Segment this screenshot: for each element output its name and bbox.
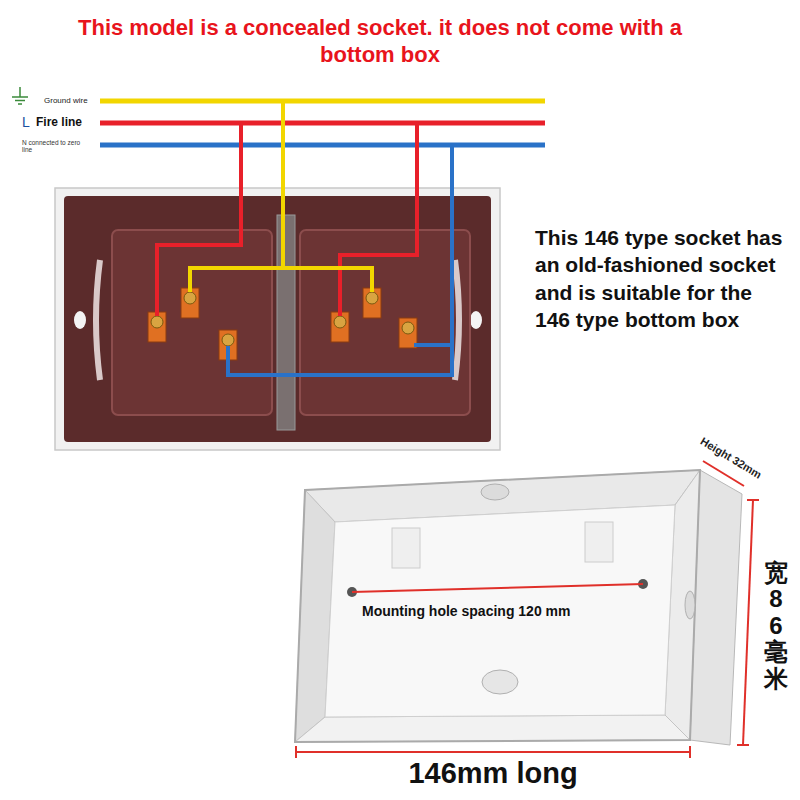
- dimension-label: Height 32mm: [696, 434, 765, 482]
- terminal: [363, 288, 381, 318]
- dimension-tick: [747, 499, 759, 501]
- wire-letter: L: [22, 114, 30, 130]
- dimension-label: Mounting hole spacing 120 mm: [362, 603, 570, 619]
- terminal-screw: [402, 322, 414, 334]
- neutral-drop: [228, 145, 452, 375]
- terminal-screw: [184, 292, 196, 304]
- title: This model is a concealed socket. it doe…: [45, 14, 715, 68]
- box-rib: [585, 522, 613, 562]
- ground-drop: [283, 268, 372, 292]
- wire-label: Ground wire: [44, 96, 88, 105]
- mounting-slot: [74, 311, 86, 329]
- neutral-wire: [100, 143, 545, 148]
- knockout: [685, 591, 695, 619]
- bottom-box: [295, 470, 742, 745]
- knockout: [481, 484, 509, 500]
- ground-symbol-bar: [12, 96, 28, 98]
- terminal: [181, 288, 199, 318]
- ground-symbol-bar: [15, 100, 25, 102]
- wire-label: Fire line: [36, 116, 82, 130]
- terminal: [148, 312, 166, 342]
- terminal-screw: [366, 292, 378, 304]
- divider: [277, 215, 295, 430]
- ground-wire: [100, 99, 545, 104]
- terminal-screw: [222, 334, 234, 346]
- width-line: [743, 500, 753, 745]
- clip: [455, 260, 459, 380]
- ground-symbol-stem: [19, 87, 21, 97]
- terminals: [148, 288, 417, 360]
- dimension-label: 146mm long: [408, 757, 577, 790]
- live-drop: [157, 123, 241, 316]
- spacing-line: [352, 584, 643, 592]
- knockout: [482, 670, 518, 694]
- wire-label: N connected to zero line: [22, 139, 90, 154]
- clip: [96, 260, 100, 380]
- live-drop: [340, 123, 417, 316]
- live-wire: [100, 121, 545, 126]
- terminal-screw: [151, 316, 163, 328]
- dimension-tick: [295, 746, 297, 758]
- length-line: [296, 751, 690, 753]
- box-floor: [325, 505, 675, 717]
- dimension-lines: [296, 461, 759, 758]
- socket-back: [64, 196, 491, 442]
- socket-frame: [55, 188, 500, 450]
- socket-module: [300, 230, 470, 415]
- ground-symbol: [12, 87, 28, 104]
- box-rim: [295, 470, 700, 742]
- description: This 146 type socket has an old-fashione…: [535, 224, 785, 333]
- box-front-wall: [295, 715, 690, 742]
- dimension-tick: [737, 744, 749, 746]
- box-rib: [392, 528, 420, 568]
- mounting-slot: [470, 311, 482, 329]
- dimension-tick: [689, 746, 691, 758]
- terminal-screw: [334, 316, 346, 328]
- neutral-drop: [414, 343, 452, 347]
- dimension-label: 宽86毫米: [764, 560, 788, 692]
- ground-drop: [190, 101, 283, 292]
- socket-module: [112, 230, 272, 415]
- ground-symbol-bar: [18, 103, 22, 105]
- terminal: [331, 312, 349, 342]
